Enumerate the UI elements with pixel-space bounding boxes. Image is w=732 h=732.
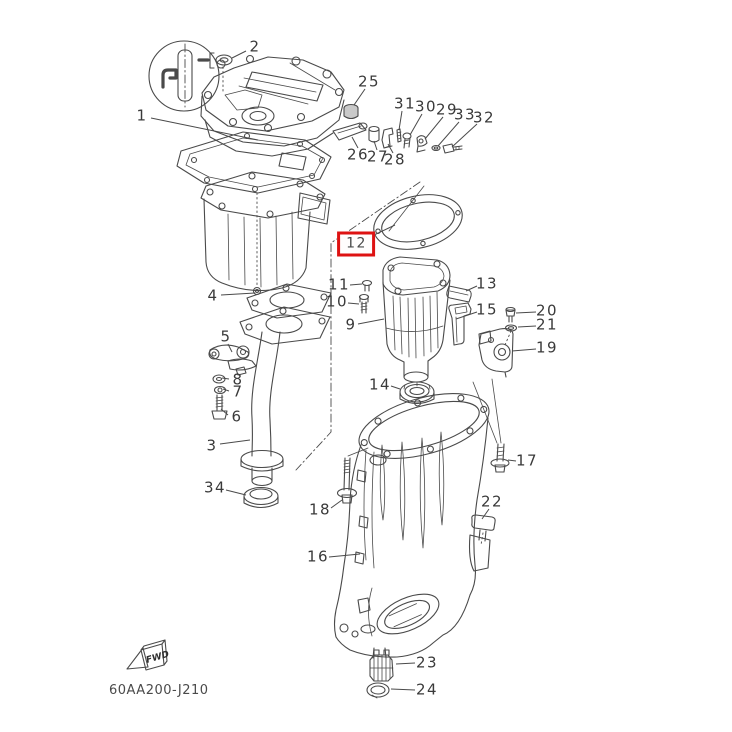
part-label-30[interactable]: 30 — [414, 97, 438, 116]
leader-line-10 — [347, 302, 360, 305]
part-label-20[interactable]: 20 — [535, 301, 559, 320]
part-label-3[interactable]: 3 — [206, 436, 218, 455]
part-4-gaskets — [239, 283, 332, 345]
parts-19-20-21 — [478, 306, 518, 378]
part-label-31[interactable]: 31 — [393, 94, 417, 113]
part-label-21[interactable]: 21 — [535, 315, 559, 334]
part-label-6[interactable]: 6 — [231, 407, 243, 426]
part-label-9[interactable]: 9 — [345, 315, 357, 334]
parts-17-18-bolts — [336, 443, 510, 504]
leader-line-33 — [437, 121, 460, 147]
part-label-16[interactable]: 16 — [306, 547, 330, 566]
leader-line-32 — [451, 123, 478, 148]
part-label-10[interactable]: 10 — [325, 292, 349, 311]
leader-line-15 — [455, 311, 478, 320]
leader-line-30 — [409, 113, 423, 136]
leader-line-31 — [398, 110, 403, 131]
leader-line-13 — [465, 285, 478, 292]
parts-25-33-hardware — [332, 103, 463, 154]
leader-line-34 — [225, 489, 247, 496]
leader-line-14 — [390, 385, 401, 390]
part-label-4[interactable]: 4 — [207, 286, 219, 305]
part-label-26[interactable]: 26 — [346, 145, 370, 164]
part-label-1[interactable]: 1 — [136, 106, 148, 125]
part-14-seal — [399, 381, 435, 405]
oil-pan-housing — [200, 171, 331, 292]
leader-line-8 — [221, 377, 230, 380]
leader-line-20 — [515, 311, 537, 314]
upper-gasket — [176, 131, 332, 194]
part-label-27[interactable]: 27 — [366, 147, 390, 166]
leader-line-28 — [387, 143, 394, 154]
leader-line-2 — [231, 50, 247, 59]
part-1-casting — [200, 54, 345, 157]
leader-line-18 — [330, 499, 343, 509]
part-label-23[interactable]: 23 — [415, 653, 439, 672]
part-16-housing — [333, 393, 491, 659]
leader-line-17 — [507, 459, 517, 462]
leader-line-27 — [373, 140, 378, 151]
part-5-shift-cam — [208, 344, 257, 376]
leader-line-26 — [351, 136, 359, 149]
leader-line-1 — [150, 117, 259, 141]
part-22-fitting — [471, 514, 496, 546]
leader-line-16 — [328, 553, 361, 558]
leader-line-6 — [220, 408, 229, 416]
part-label-18[interactable]: 18 — [308, 500, 332, 519]
leader-line-5 — [227, 343, 233, 353]
part-label-5[interactable]: 5 — [220, 327, 232, 346]
leader-line-4 — [220, 292, 256, 296]
leader-line-11 — [349, 283, 363, 286]
part-label-13[interactable]: 13 — [475, 274, 499, 293]
leader-line-21 — [517, 325, 537, 328]
leader-line-3 — [219, 439, 251, 445]
part-label-12[interactable]: 12 — [337, 231, 375, 257]
grease-hook-icon — [161, 68, 178, 89]
part-label-24[interactable]: 24 — [415, 680, 439, 699]
drawing-code: 60AA200-J210 — [109, 683, 209, 698]
part-label-15[interactable]: 15 — [475, 300, 499, 319]
parts-10-11-bolts — [358, 279, 373, 314]
parts-23-24 — [366, 649, 394, 699]
leader-line-19 — [511, 348, 537, 352]
leader-line-12 — [371, 224, 396, 237]
part-label-33[interactable]: 33 — [453, 105, 477, 124]
part-label-2[interactable]: 2 — [249, 37, 261, 56]
part-label-25[interactable]: 25 — [357, 72, 381, 91]
part-label-14[interactable]: 14 — [368, 375, 392, 394]
part-label-29[interactable]: 29 — [435, 100, 459, 119]
part-label-34[interactable]: 34 — [203, 478, 227, 497]
leader-line-9 — [357, 318, 385, 325]
part-label-8[interactable]: 8 — [232, 370, 244, 389]
part-label-22[interactable]: 22 — [480, 492, 504, 511]
part-label-17[interactable]: 17 — [515, 451, 539, 470]
leader-line-25 — [353, 88, 366, 106]
part-34-seal — [243, 486, 279, 509]
parts-6-7-8-hardware — [211, 374, 228, 420]
leader-line-29 — [424, 116, 444, 140]
part-label-28[interactable]: 28 — [383, 150, 407, 169]
leader-line-7 — [222, 388, 230, 392]
part-label-32[interactable]: 32 — [472, 108, 496, 127]
grease-detail-circle — [148, 40, 220, 112]
leader-line-24 — [390, 688, 416, 691]
part-label-7[interactable]: 7 — [232, 382, 244, 401]
leader-line-23 — [395, 662, 416, 665]
part-label-11[interactable]: 11 — [327, 275, 351, 294]
part-label-19[interactable]: 19 — [535, 338, 559, 357]
part-3-exhaust-pipe — [240, 331, 284, 487]
leader-line-22 — [481, 508, 490, 520]
